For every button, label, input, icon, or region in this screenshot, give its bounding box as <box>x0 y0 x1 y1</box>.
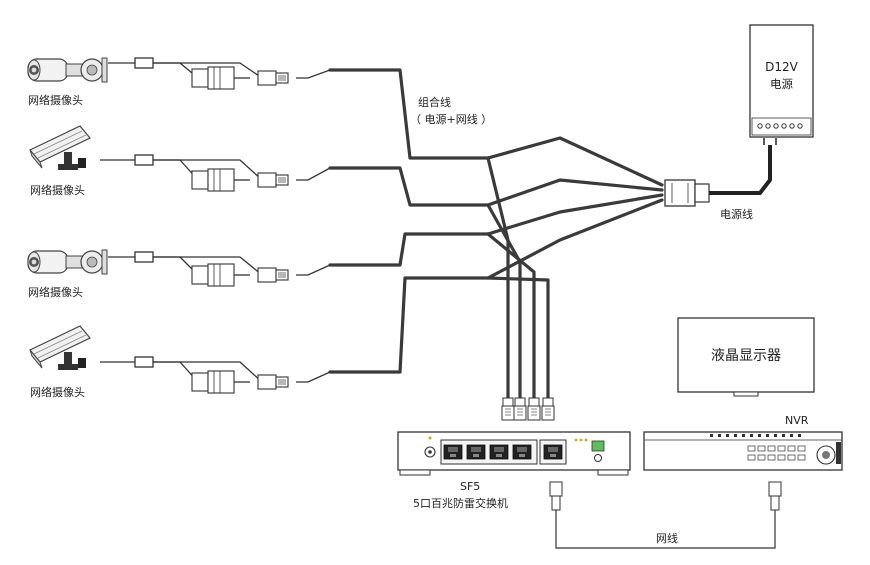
power-supply-label: 电源 <box>770 77 793 91</box>
power-supply <box>749 24 814 138</box>
camera-1 <box>27 57 108 83</box>
camera-connectors <box>191 66 289 394</box>
power-cable-label: 电源线 <box>720 208 753 221</box>
combo-cables <box>328 68 664 402</box>
switch-input-plugs <box>501 397 555 421</box>
monitor-label: 液晶显示器 <box>711 348 781 364</box>
camera-2-label: 网络摄像头 <box>30 184 85 197</box>
nvr-label: NVR <box>785 414 809 427</box>
switch-model: SF5 <box>460 480 481 493</box>
power-supply-voltage: D12V <box>765 60 798 74</box>
camera-2 <box>29 125 91 171</box>
combo-cable-sublabel: （ 电源+网线 ） <box>410 113 493 126</box>
power-splitter-connector <box>664 179 710 207</box>
camera-pigtails <box>100 57 331 383</box>
switch-name: 5口百兆防雷交换机 <box>413 497 508 510</box>
nvr-device <box>643 431 843 471</box>
camera-4-label: 网络摄像头 <box>30 386 85 399</box>
combo-cable-label: 组合线 <box>418 96 451 109</box>
camera-3 <box>27 249 108 275</box>
camera-3-label: 网络摄像头 <box>28 286 83 299</box>
network-cable <box>549 481 782 549</box>
power-cable <box>709 145 772 195</box>
camera-4 <box>29 325 91 371</box>
lcd-monitor <box>677 317 815 393</box>
network-cable-label: 网线 <box>656 532 678 545</box>
camera-1-label: 网络摄像头 <box>28 94 83 107</box>
switch-device <box>397 431 631 476</box>
